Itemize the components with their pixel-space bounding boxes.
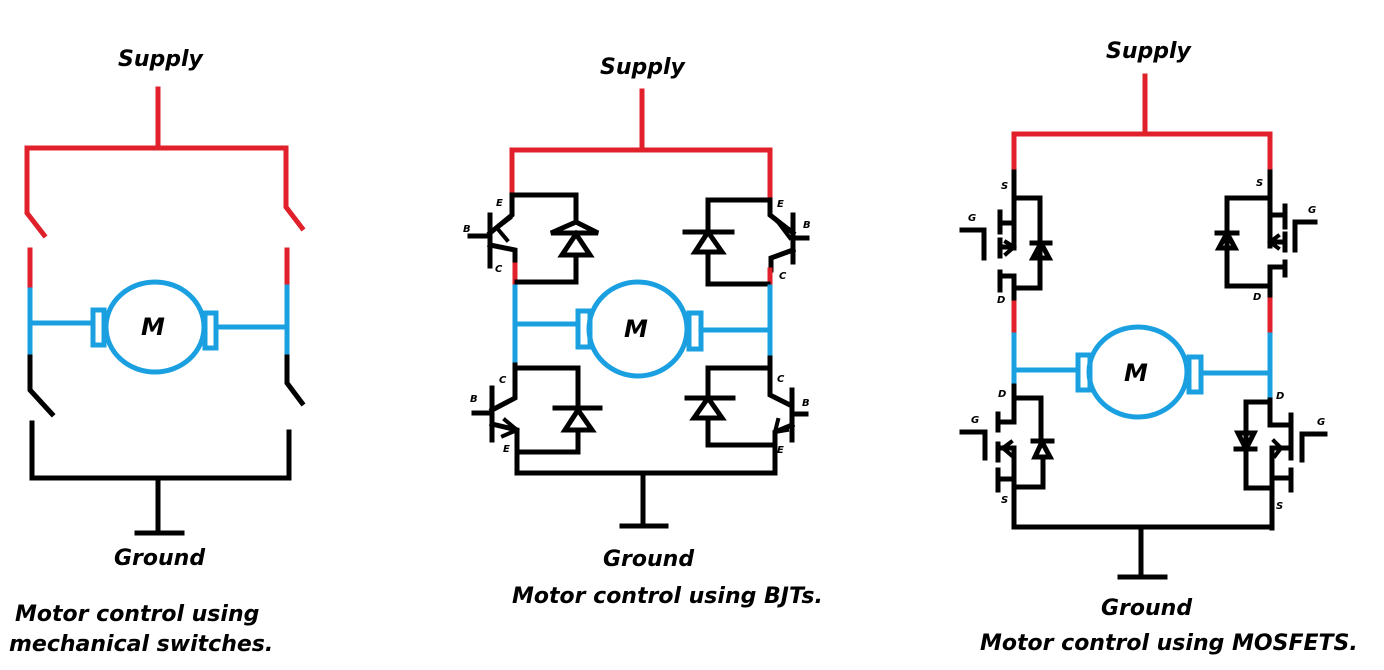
circuit-bjt: Supply E B C E B C M (463, 55, 823, 609)
pin-b-label: B (802, 398, 810, 409)
pin-s-label: S (1256, 178, 1263, 189)
emitter-arrow (500, 417, 520, 439)
motor-label: M (141, 313, 165, 341)
ground-wire (514, 470, 776, 529)
pin-g-label: G (1308, 205, 1316, 216)
emitter-arrow (772, 417, 790, 435)
pin-b-label: B (463, 224, 471, 235)
flyback-diode (512, 365, 603, 455)
emitter-arrow (494, 215, 513, 243)
pin-c-label: C (495, 264, 503, 275)
bjt-bottom-right: C B E (684, 355, 810, 476)
pin-g-label: G (971, 415, 979, 426)
pin-b-label: B (470, 394, 478, 405)
body-arrow (1000, 439, 1014, 458)
body-diode (1028, 237, 1054, 261)
supply-wire (24, 86, 306, 239)
supply-wire (509, 88, 773, 203)
ground-label: Ground (603, 547, 694, 572)
pin-s-label: S (1001, 495, 1008, 506)
caption-line2: mechanical switches. (9, 632, 273, 657)
caption-line1: Motor control using BJTs. (512, 584, 823, 609)
bjt-symbol (767, 355, 809, 476)
pin-c-label: C (779, 271, 787, 282)
caption-line1: Motor control using MOSFETS. (980, 631, 1358, 656)
flyback-diode (682, 197, 771, 287)
supply-wire (1011, 73, 1273, 173)
mosfet-top-right: S G D (1214, 169, 1318, 336)
bjt-symbol (767, 197, 810, 273)
pin-b-label: B (803, 220, 811, 231)
mosfet-bottom-right: D G S (1233, 391, 1328, 531)
bjt-symbol (467, 194, 518, 269)
pin-d-label: D (997, 295, 1005, 306)
motor-label: M (1124, 359, 1148, 387)
pin-e-label: E (777, 199, 784, 210)
pin-c-label: C (499, 375, 507, 386)
body-diode (1214, 227, 1240, 251)
pin-e-label: E (496, 198, 503, 209)
body-arrow (1003, 239, 1017, 257)
flyback-diode (509, 192, 600, 285)
motor-wire (27, 284, 290, 358)
supply-label: Supply (1106, 39, 1193, 64)
switch-bottom (27, 354, 306, 418)
ground-wire (1011, 524, 1275, 580)
circuit-mechanical-switches: Supply M Ground Motor control using mech… (9, 47, 306, 657)
flyback-diode (684, 365, 776, 448)
pin-d-label: D (1253, 292, 1261, 303)
pin-g-label: G (1317, 417, 1325, 428)
mosfet-bottom-left: D G S (959, 383, 1055, 530)
mosfet-symbol (959, 383, 1046, 530)
body-diode (1233, 430, 1259, 455)
motor-wire (512, 284, 773, 366)
bjt-top-left: E B C (463, 192, 600, 288)
ground-wire (29, 420, 292, 536)
motor: M (575, 279, 704, 379)
pin-d-label: D (1276, 391, 1284, 402)
switch-contact-top (27, 247, 290, 293)
bjt-bottom-left: C B E (470, 362, 603, 476)
mosfet-symbol (1224, 169, 1318, 303)
circuit-mosfet: Supply S G D S G D M (959, 39, 1358, 656)
body-arrow (1271, 438, 1284, 459)
supply-label: Supply (600, 55, 687, 80)
pin-s-label: S (1001, 181, 1008, 192)
pin-e-label: E (777, 445, 784, 456)
caption-line1: Motor control using (15, 602, 259, 627)
pin-c-label: C (777, 374, 785, 385)
motor-wire (1011, 332, 1273, 401)
emitter-arrow (775, 219, 793, 241)
pin-s-label: S (1276, 501, 1283, 512)
ground-label: Ground (1101, 596, 1192, 621)
motor-label: M (624, 315, 648, 343)
motor: M (90, 279, 219, 375)
mosfet-symbol (1243, 397, 1328, 531)
bjt-top-right: E B C (682, 197, 811, 290)
body-arrow (1267, 233, 1281, 251)
body-diode (1030, 436, 1055, 460)
supply-label: Supply (118, 47, 205, 72)
motor: M (1075, 324, 1204, 420)
mosfet-top-left: S G D (959, 169, 1054, 336)
bjt-symbol (471, 362, 520, 476)
ground-label: Ground (114, 546, 205, 571)
pin-g-label: G (968, 213, 976, 224)
pin-d-label: D (998, 389, 1006, 400)
pin-e-label: E (503, 444, 510, 455)
